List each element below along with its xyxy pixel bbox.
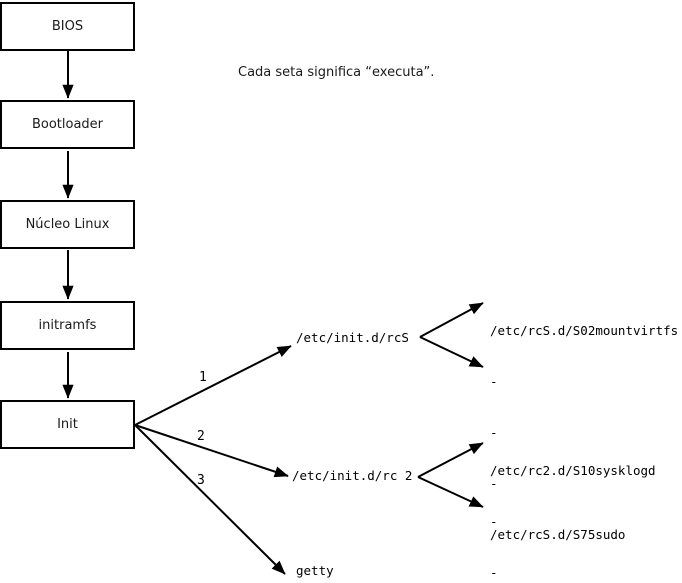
rc2-script-dot: - — [490, 514, 498, 529]
rc2-script-first: /etc/rc2.d/S10sysklogd — [490, 463, 656, 478]
flow-box-init-label: Init — [57, 417, 78, 432]
arrow-init-to-rcs — [134, 345, 292, 426]
rcs-script-dot: - — [490, 425, 498, 440]
flow-box-bios-label: BIOS — [51, 19, 84, 34]
flow-box-init: Init — [0, 400, 135, 449]
branch-target-rcs: /etc/init.d/rcS — [296, 330, 409, 345]
flow-box-initramfs-label: initramfs — [38, 318, 97, 333]
arrow-init-to-rc2 — [134, 424, 289, 478]
arrow-rcs-to-s02mountvirtfs — [419, 302, 484, 338]
flow-box-bios: BIOS — [0, 2, 135, 51]
arrow-rc2-to-s99gdm — [417, 476, 484, 508]
flow-box-bootloader-label: Bootloader — [31, 117, 104, 132]
branch-target-rc2: /etc/init.d/rc 2 — [292, 468, 413, 483]
flow-box-kernel: Núcleo Linux — [0, 200, 135, 249]
branch-number-1: 1 — [199, 370, 207, 385]
rc2-script-list: /etc/rc2.d/S10sysklogd - - - /etc/rc2.d/… — [490, 428, 656, 583]
arrow-init-to-getty — [134, 424, 286, 575]
rcs-script-list: /etc/rcS.d/S02mountvirtfs - - - /etc/rcS… — [490, 288, 678, 577]
arrow-rcs-to-s75sudo — [419, 336, 484, 368]
rcs-script-dot: - — [490, 374, 498, 389]
branch-target-getty: getty — [296, 563, 334, 578]
branch-number-2: 2 — [197, 429, 205, 444]
flow-box-initramfs: initramfs — [0, 301, 135, 350]
rcs-script-first: /etc/rcS.d/S02mountvirtfs — [490, 323, 679, 338]
flow-box-bootloader: Bootloader — [0, 100, 135, 149]
rcs-script-dot: - — [490, 476, 498, 491]
diagram-caption: Cada seta significa “executa”. — [238, 65, 435, 80]
rc2-script-dot: - — [490, 565, 498, 580]
rcs-script-last: /etc/rcS.d/S75sudo — [490, 527, 626, 542]
branch-number-3: 3 — [197, 473, 205, 488]
arrow-rc2-to-s10sysklogd — [417, 442, 484, 478]
flow-box-kernel-label: Núcleo Linux — [25, 217, 110, 232]
